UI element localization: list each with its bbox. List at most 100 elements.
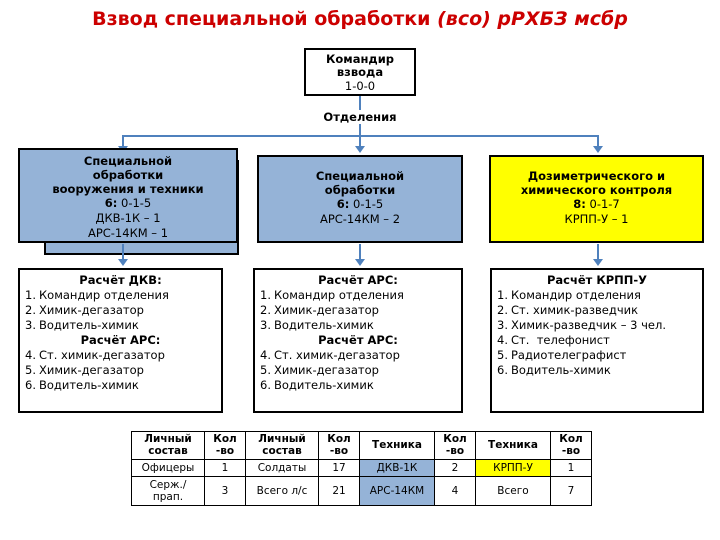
- crew-3-heading-1: Расчёт КРПП-У: [546, 273, 648, 287]
- table-row-2-cell-6: 4: [434, 476, 476, 506]
- crew-1-item-4-text: Ст. химик-дегазатор: [39, 348, 165, 362]
- crew-1-item-1-num: 1.: [25, 288, 36, 302]
- crew-3-item-4-num: 4.: [497, 333, 508, 347]
- crew-1-item-2-text: Химик-дегазатор: [39, 303, 144, 317]
- crew-2-item-3-text: Водитель-химик: [274, 318, 374, 332]
- table-header-cell-7: Техника: [475, 431, 551, 460]
- crew-2-item-3: 3.Водитель-химик: [260, 318, 456, 333]
- crew-3-item-1-num: 1.: [497, 288, 508, 302]
- commander-strength: 1-0-0: [344, 79, 376, 93]
- arrow-right-dept: [593, 146, 603, 153]
- crew-3-item-6: 6.Водитель-химик: [497, 363, 697, 378]
- table-header-cell-2: Кол -во: [204, 431, 246, 460]
- crew-2-item-5: 5.Химик-дегазатор: [260, 363, 456, 378]
- table-row-2-cell-4: 21: [318, 476, 360, 506]
- crew-3-box: Расчёт КРПП-У 1.Командир отделения 2.Ст.…: [490, 268, 704, 413]
- crew-2-item-6-num: 6.: [260, 378, 271, 392]
- table-row: Офицеры 1 Солдаты 17 ДКВ-1К 2 КРПП-У 1: [131, 459, 592, 477]
- crew-2-item-5-num: 5.: [260, 363, 271, 377]
- connector-dept1-to-crew1: [122, 244, 124, 262]
- dept-2-title-line-2: обработки: [324, 183, 396, 197]
- connector-dept3-to-crew3: [597, 244, 599, 262]
- table-header-cell-8: Кол -во: [550, 431, 592, 460]
- dept-1-strength: 6: 0-1-5: [20, 196, 236, 211]
- dept-1-title-line-2: обработки: [92, 168, 164, 182]
- dept-2-strength: 6: 0-1-5: [259, 197, 461, 212]
- connector-drop-left: [122, 135, 124, 148]
- dept-1-strength-label: 6:: [104, 196, 118, 210]
- crew-3-item-2: 2.Ст. химик-разведчик: [497, 303, 697, 318]
- crew-3-item-5-num: 5.: [497, 348, 508, 362]
- table-header-row: Личный состав Кол -во Личный состав Кол …: [131, 431, 592, 460]
- commander-line1: Командир: [326, 52, 394, 66]
- crew-3-item-3: 3.Химик-разведчик – 3 чел.: [497, 318, 697, 333]
- dept-1-box: Специальной обработки вооружения и техни…: [18, 148, 238, 243]
- crew-2-item-4-num: 4.: [260, 348, 271, 362]
- arrow-center-dept: [355, 146, 365, 153]
- summary-table: Личный состав Кол -во Личный состав Кол …: [131, 431, 592, 506]
- crew-3-item-6-text: Водитель-химик: [511, 363, 611, 377]
- crew-1-item-6-num: 6.: [25, 378, 36, 392]
- crew-2-heading-1: Расчёт АРС:: [318, 273, 398, 287]
- connector-drop-right: [597, 135, 599, 148]
- table-header-cell-4: Кол -во: [318, 431, 360, 460]
- table-row-2-cell-2: 3: [204, 476, 246, 506]
- table-row-1-cell-2: 1: [204, 459, 246, 477]
- table-row-1-cell-5: ДКВ-1К: [359, 459, 435, 477]
- crew-3-item-2-text: Ст. химик-разведчик: [511, 303, 639, 317]
- sections-label: Отделения: [323, 110, 397, 124]
- crew-2-item-4: 4.Ст. химик-дегазатор: [260, 348, 456, 363]
- crew-1-item-1-text: Командир отделения: [39, 288, 169, 302]
- crew-1-item-4-num: 4.: [25, 348, 36, 362]
- dept-2-strength-label: 6:: [336, 197, 350, 211]
- crew-1-item-5-num: 5.: [25, 363, 36, 377]
- table-row-1-cell-8: 1: [550, 459, 592, 477]
- dept-3-strength: 8: 0-1-7: [491, 197, 702, 212]
- crew-2-item-3-num: 3.: [260, 318, 271, 332]
- crew-2-item-2-num: 2.: [260, 303, 271, 317]
- crew-1-box: Расчёт ДКВ: 1.Командир отделения 2.Химик…: [18, 268, 223, 413]
- crew-3-item-2-num: 2.: [497, 303, 508, 317]
- crew-1-item-6-text: Водитель-химик: [39, 378, 139, 392]
- crew-2-item-1-text: Командир отделения: [274, 288, 404, 302]
- dept-1-title-line-3: вооружения и техники: [52, 182, 204, 196]
- commander-line2: взвода: [336, 65, 384, 79]
- crew-1-item-6: 6.Водитель-химик: [25, 378, 216, 393]
- dept-2-box: Специальной обработки 6: 0-1-5 АРС-14КМ …: [257, 155, 463, 243]
- table-row-2-cell-8: 7: [550, 476, 592, 506]
- crew-1-heading-2: Расчёт АРС:: [80, 333, 161, 347]
- dept-3-equipment-1: КРПП-У – 1: [564, 212, 629, 226]
- page-title: Взвод специальной обработки (всо) рРХБЗ …: [0, 8, 720, 30]
- crew-3-item-3-num: 3.: [497, 318, 508, 332]
- crew-2-item-2: 2.Химик-дегазатор: [260, 303, 456, 318]
- page-title-italic: (всо) рРХБЗ мсбр: [437, 8, 628, 30]
- crew-3-item-5: 5.Радиотелеграфист: [497, 348, 697, 363]
- dept-3-title-line-1: Дозиметрического и: [527, 169, 666, 183]
- commander-box: Командир взвода 1-0-0: [304, 48, 416, 96]
- crew-1-item-3-num: 3.: [25, 318, 36, 332]
- table-row-1-cell-1: Офицеры: [131, 459, 205, 477]
- crew-3-item-1: 1.Командир отделения: [497, 288, 697, 303]
- connector-drop-center: [359, 135, 361, 148]
- crew-3-item-3-text: Химик-разведчик – 3 чел.: [511, 318, 666, 332]
- connector-dept2-to-crew2: [359, 244, 361, 262]
- connector-bus-stem: [359, 124, 361, 136]
- crew-1-item-5-text: Химик-дегазатор: [39, 363, 144, 377]
- crew-2-item-1-num: 1.: [260, 288, 271, 302]
- crew-1-item-2: 2.Химик-дегазатор: [25, 303, 216, 318]
- crew-1-item-1: 1.Командир отделения: [25, 288, 216, 303]
- arrow-crew-1: [118, 259, 128, 266]
- arrow-crew-2: [355, 259, 365, 266]
- table-row-1-cell-6: 2: [434, 459, 476, 477]
- crew-2-item-6: 6.Водитель-химик: [260, 378, 456, 393]
- dept-3-strength-label: 8:: [573, 197, 586, 211]
- table-header-cell-5: Техника: [359, 431, 435, 460]
- crew-3-item-6-num: 6.: [497, 363, 508, 377]
- table-row-1-cell-7: КРПП-У: [475, 459, 551, 477]
- table-row-1-cell-3: Солдаты: [245, 459, 319, 477]
- crew-1-item-3: 3.Водитель-химик: [25, 318, 216, 333]
- connector-commander-stem: [359, 96, 361, 110]
- crew-3-item-1-text: Командир отделения: [511, 288, 641, 302]
- table-row-2-cell-7: Всего: [475, 476, 551, 506]
- table-header-cell-6: Кол -во: [434, 431, 476, 460]
